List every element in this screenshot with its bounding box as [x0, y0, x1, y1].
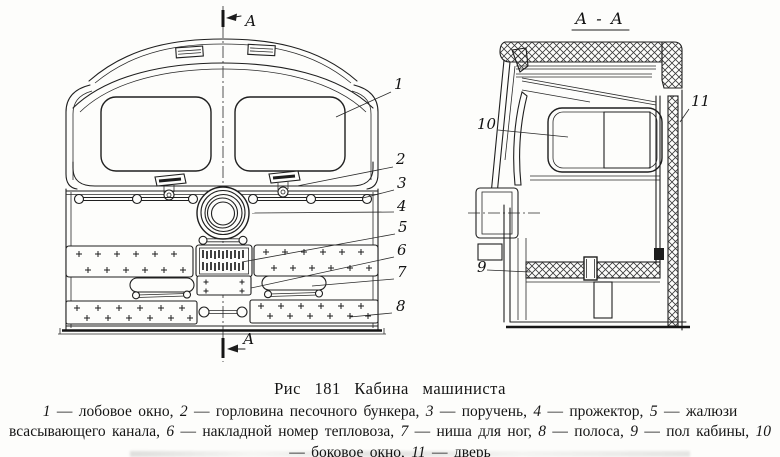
legend-item-number: 5 — [649, 403, 658, 420]
page-bleed-artifact — [130, 451, 690, 457]
section-view: А - А — [468, 9, 710, 331]
callout-9: 9 — [477, 258, 487, 276]
legend-item: 10 — боковое окно, — [289, 423, 771, 457]
callout-8: 8 — [396, 297, 406, 315]
callout-5: 5 — [398, 218, 408, 236]
legend-item: 2 — горловина песочного бункера, — [179, 403, 426, 420]
legend-item: 11 — дверь — [411, 444, 490, 457]
cab-technical-drawing: А — [58, 6, 710, 362]
callouts-front: 1 2 3 4 5 6 7 8 — [241, 75, 408, 318]
foot-niche-left — [129, 277, 195, 293]
figure-legend: 1 — лобовое окно, 2 — горловина песочног… — [1, 402, 779, 457]
windshield-right — [234, 96, 346, 172]
legend-item-number: 7 — [400, 423, 409, 441]
rivet-panel-upper-right — [253, 244, 379, 277]
legend-item: 4 — прожектор, — [533, 403, 650, 420]
legend-item-number: 11 — [411, 443, 426, 457]
roof-vent-left — [175, 45, 204, 59]
section-letter-bottom: А — [242, 330, 254, 348]
legend-item-number: 4 — [533, 403, 542, 420]
legend-item: 9 — пол кабины, — [630, 423, 756, 441]
legend-item-number: 10 — [755, 423, 771, 441]
section-front-wall — [489, 59, 528, 206]
sand-filler-right — [268, 170, 301, 198]
cab-floor — [525, 256, 661, 283]
legend-item-number: 6 — [166, 423, 175, 441]
svg-text:А - А: А - А — [574, 9, 625, 28]
legend-item: 5 — жалюзи всасывающего канала, — [9, 403, 738, 441]
legend-item-number: 8 — [538, 423, 547, 441]
legend-item: 1 — лобовое окно, — [42, 403, 180, 420]
callout-6: 6 — [397, 241, 407, 259]
strip-panel-lower-left — [65, 300, 198, 325]
figure-caption: Рис 181 Кабина машиниста 1 — лобовое окн… — [0, 379, 780, 457]
callout-10: 10 — [477, 115, 497, 133]
lower-center-handle — [198, 306, 248, 318]
legend-item-number: 2 — [179, 403, 188, 420]
niche-handle-right — [263, 289, 324, 299]
windshield-left — [100, 96, 212, 172]
section-cut-marker-top: А — [221, 10, 256, 30]
cab-roof — [88, 38, 358, 84]
legend-item-number: 3 — [425, 403, 434, 420]
rivet-panel-upper-left — [65, 245, 194, 278]
callout-2: 2 — [395, 150, 406, 168]
callout-7: 7 — [397, 263, 407, 281]
niche-handle-left — [131, 290, 192, 300]
front-lower-structure — [468, 187, 542, 323]
grille-handle — [198, 235, 248, 245]
section-cut-marker-bottom: А — [221, 330, 254, 358]
section-letter-top: А — [244, 12, 256, 30]
foot-niche-right — [261, 275, 327, 291]
callout-4: 4 — [396, 197, 407, 215]
number-plate — [196, 275, 252, 296]
louver-grille — [195, 244, 253, 278]
legend-item: 6 — накладной номер тепловоза, — [166, 423, 401, 441]
figure-title: Рис 181 Кабина машиниста — [274, 379, 506, 398]
sand-filler-left — [154, 173, 187, 201]
callouts-section: 10 9 11 — [477, 92, 710, 276]
front-view: А — [58, 6, 408, 362]
headlight — [196, 186, 250, 240]
callout-11: 11 — [691, 92, 710, 110]
legend-item: 8 — полоса, — [538, 423, 631, 441]
callout-3: 3 — [397, 174, 407, 192]
handrail — [73, 193, 373, 205]
roof-vent-right — [247, 43, 276, 57]
legend-item-number: 1 — [42, 403, 51, 420]
legend-item-number: 9 — [630, 423, 638, 441]
underfloor-and-base — [506, 281, 690, 329]
section-title: А - А — [571, 9, 630, 31]
legend-item: 7 — ниша для ног, — [400, 423, 539, 441]
strip-panel-lower-right — [249, 299, 379, 324]
legend-item: 3 — поручень, — [425, 403, 534, 420]
callout-1: 1 — [394, 75, 404, 93]
side-window — [530, 107, 663, 181]
